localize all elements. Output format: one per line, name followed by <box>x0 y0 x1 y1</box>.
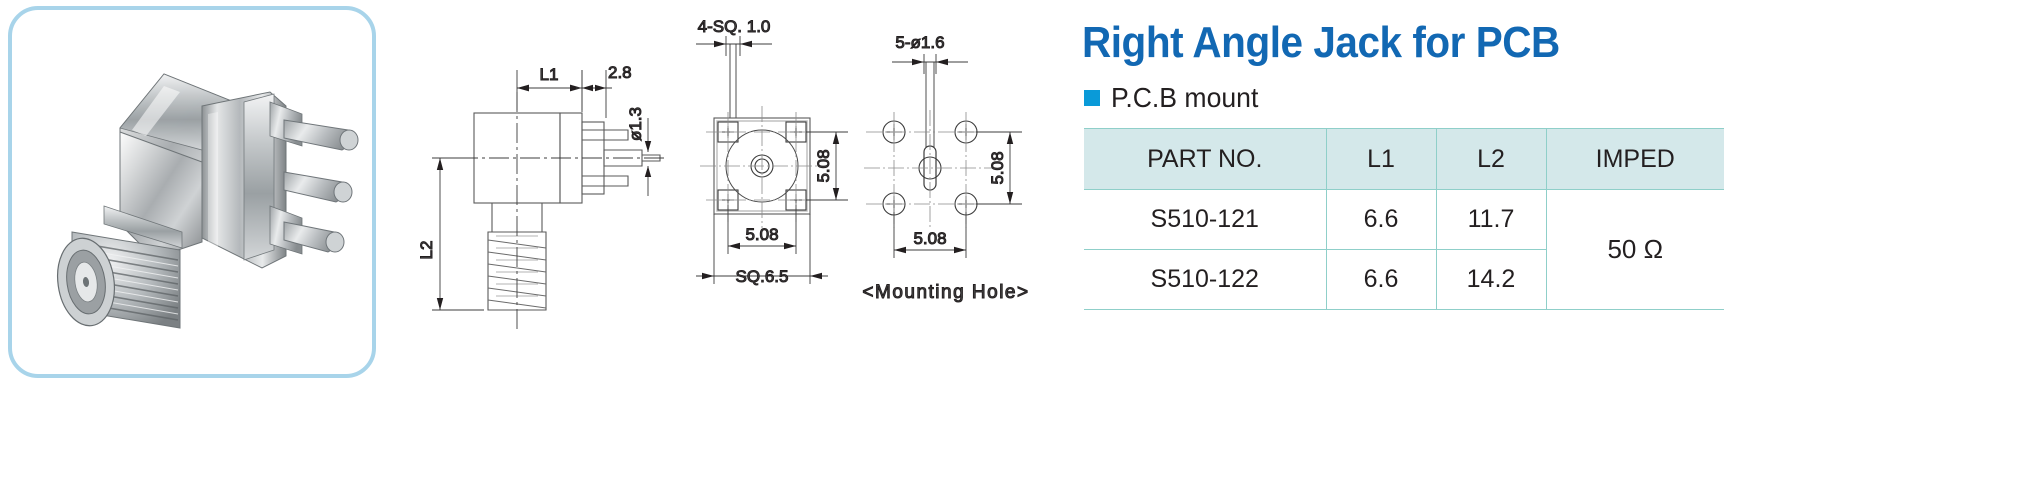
cell-l2: 11.7 <box>1435 189 1547 250</box>
product-info-panel: Right Angle Jack for PCB P.C.B mount PAR… <box>1082 0 2043 400</box>
dimension-drawings-svg: L1 2.8 <box>417 17 1029 330</box>
mount-type-row: P.C.B mount <box>1084 82 1266 114</box>
dim-label-mh-pitch-v: 5.08 <box>988 151 1007 184</box>
mounting-hole-caption: <Mounting Hole> <box>862 282 1029 303</box>
dim-label-l1: L1 <box>540 65 559 84</box>
dim-label-sq-6-5: SQ.6.5 <box>736 267 789 286</box>
product-photo <box>12 10 372 374</box>
cell-impedance: 50 Ω <box>1545 189 1724 310</box>
dim-label-pcb-pitch-v: 5.08 <box>814 149 833 182</box>
column-header-l2: L2 <box>1435 128 1547 190</box>
dim-label-mh-pitch-h: 5.08 <box>913 229 946 248</box>
cell-part-no: S510-121 <box>1084 189 1327 250</box>
table-header-row: PART NO. L1 L2 IMPED <box>1084 128 1724 190</box>
dim-label-l2: L2 <box>417 241 436 260</box>
dim-label-4sq-1-0: 4-SQ. 1.0 <box>698 17 771 36</box>
column-header-l1: L1 <box>1325 128 1437 190</box>
dim-label-5-dia-1-6: 5-ø1.6 <box>895 33 944 52</box>
cell-part-no: S510-122 <box>1084 249 1327 310</box>
dim-label-pcb-pitch-h: 5.08 <box>745 225 778 244</box>
connector-photo-illustration <box>57 73 359 329</box>
side-view-drawing: L1 2.8 <box>417 63 664 330</box>
dim-label-2-8: 2.8 <box>608 63 632 82</box>
cell-l2: 14.2 <box>1435 249 1546 310</box>
square-bullet-icon <box>1084 90 1100 106</box>
mount-type-label: P.C.B mount <box>1111 82 1259 113</box>
specification-table: PART NO. L1 L2 IMPED S510-121 6.6 11.7 5… <box>1084 128 1724 310</box>
table-row: S510-122 6.6 14.2 <box>1084 249 1724 310</box>
cell-l1: 6.6 <box>1325 249 1437 310</box>
column-header-imped: IMPED <box>1545 128 1724 190</box>
dim-label-dia-1-3: ø1.3 <box>626 107 645 141</box>
pcb-pattern-drawing: 4-SQ. 1.0 <box>696 17 848 287</box>
mounting-hole-drawing: 5-ø1.6 <box>862 33 1029 304</box>
column-header-part-no: PART NO. <box>1084 128 1327 190</box>
table-row: S510-121 6.6 11.7 50 Ω <box>1084 189 1724 310</box>
page-title: Right Angle Jack for PCB <box>1082 18 1560 67</box>
product-photo-frame <box>8 6 376 378</box>
cell-l1: 6.6 <box>1325 189 1437 250</box>
technical-drawings: L1 2.8 <box>396 0 1076 380</box>
